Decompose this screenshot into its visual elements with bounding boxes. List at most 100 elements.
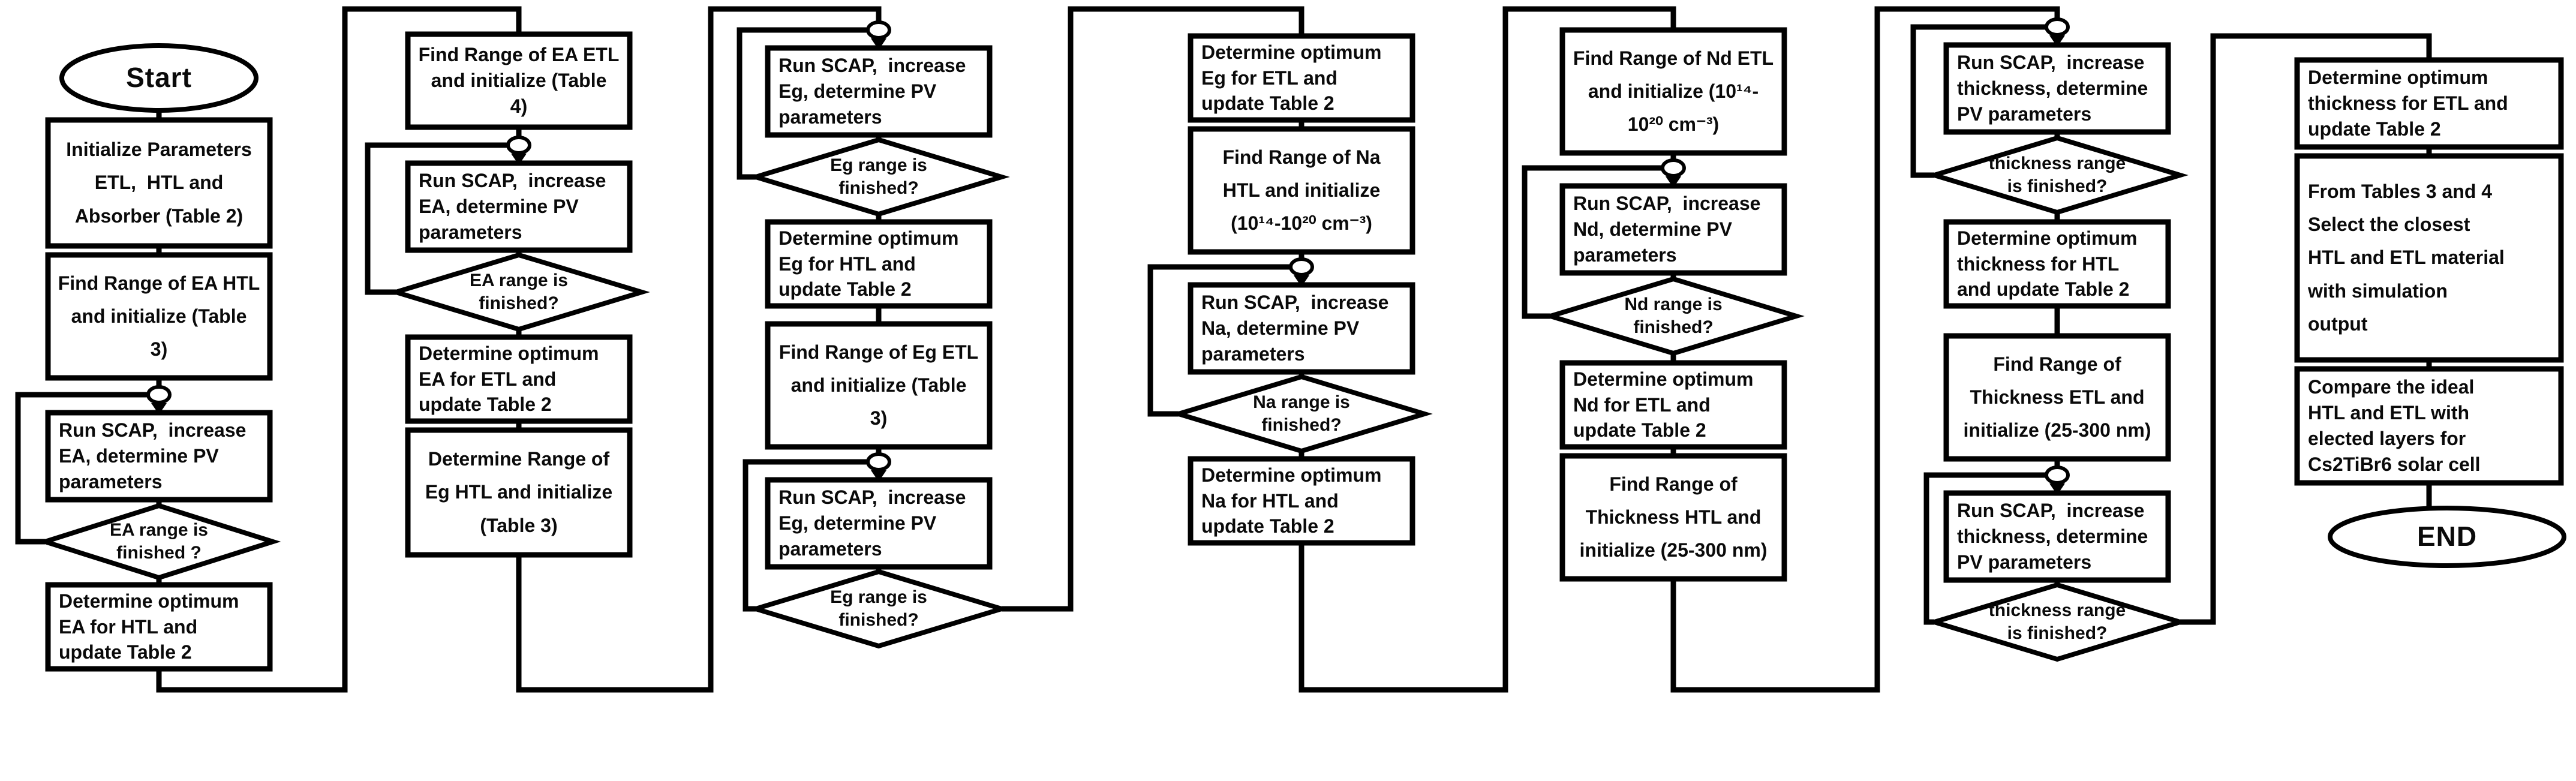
decision-label-d8: thickness range is finished? [1988, 600, 2126, 643]
process-label-p8: Determine Range of Eg HTL and initialize… [425, 448, 613, 536]
decision-diamond-d8 [1926, 582, 2189, 662]
process-box-p6 [405, 160, 633, 253]
process-label-p11: Find Range of Eg ETL and initialize (Tab… [778, 341, 979, 429]
connector-circle-c6 [1661, 158, 1686, 178]
process-box-p20 [1559, 453, 1787, 582]
edge-p8-exit-to-c3 [516, 6, 882, 693]
arrowhead-into-p3 [151, 403, 167, 414]
edge-p16-exit-to-p17 [1298, 6, 1676, 693]
decision-diamond-d7 [1926, 135, 2189, 215]
process-box-p13 [1188, 33, 1415, 123]
process-label-p5: Find Range of EA ETL and initialize (Tab… [418, 44, 620, 117]
process-box-p8 [405, 427, 633, 558]
process-label-p1: Initialize Parameters ETL, HTL and Absor… [66, 139, 252, 227]
decision-diamond-d2 [387, 252, 650, 332]
process-label-p7: Determine optimum EA for ETL and update … [419, 342, 599, 416]
edge-p4-exit-to-p5 [156, 6, 522, 693]
connector-circle-c5 [1289, 257, 1314, 277]
process-box-p22 [1943, 219, 2171, 309]
connector-circle-c1 [146, 385, 172, 404]
edge-d4-exit-to-p13 [1002, 6, 1304, 612]
process-label-p15: Run SCAP, increase Na, determine PV para… [1201, 292, 1389, 365]
edge-d7-loopback-to-c7 [1910, 24, 2048, 178]
process-label-p13: Determine optimum Eg for ETL and update … [1201, 41, 1382, 115]
process-box-p24 [1943, 490, 2171, 583]
process-box-p16 [1188, 456, 1415, 546]
connector-circle-c3 [866, 20, 891, 40]
process-box-p27 [2294, 366, 2564, 486]
process-box-p7 [405, 334, 633, 424]
process-box-p3 [45, 410, 273, 503]
decision-label-d6: Nd range is finished? [1624, 294, 1723, 337]
decision-label-d3: Eg range is finished? [830, 155, 927, 198]
connector-circle-c7 [2045, 17, 2070, 37]
process-box-p26 [2294, 153, 2564, 363]
decision-label-d7: thickness range is finished? [1988, 153, 2126, 196]
process-box-p11 [765, 321, 993, 450]
process-box-p2 [45, 252, 273, 381]
terminator-start-label: Start [126, 62, 192, 94]
arrowhead-into-p15 [1294, 275, 1309, 287]
process-box-p9 [765, 45, 993, 138]
process-box-p4 [45, 582, 273, 672]
process-label-p17: Find Range of Nd ETL and initialize (10¹… [1573, 47, 1774, 136]
decision-label-d2: EA range is finished? [470, 270, 568, 313]
process-label-p9: Run SCAP, increase Eg, determine PV para… [778, 55, 966, 128]
arrowhead-into-p21 [2049, 35, 2065, 47]
terminator-start-shape [59, 43, 258, 113]
edge-d2-loopback-to-c2 [365, 142, 509, 295]
process-label-p2: Find Range of EA HTL and initialize (Tab… [58, 272, 260, 361]
process-box-p12 [765, 477, 993, 570]
process-label-p14: Find Range of Na HTL and initialize (10¹… [1222, 146, 1381, 235]
edge-d1-loopback-to-c1 [15, 392, 149, 545]
process-box-p21 [1943, 42, 2171, 135]
process-box-p23 [1943, 333, 2171, 462]
process-box-p5 [405, 31, 633, 130]
process-label-p27: Compare the ideal HTL and ETL with elect… [2308, 376, 2481, 475]
connector-circle-c8 [2045, 465, 2070, 485]
arrowhead-into-p12 [871, 470, 886, 482]
process-label-p10: Determine optimum Eg for HTL and update … [778, 227, 959, 301]
edge-d5-loopback-to-c5 [1147, 264, 1291, 417]
decision-diamond-d4 [747, 569, 1010, 649]
process-label-p23: Find Range of Thickness ETL and initiali… [1963, 353, 2151, 441]
process-label-p20: Find Range of Thickness HTL and initiali… [1579, 473, 1768, 561]
process-label-p16: Determine optimum Na for HTL and update … [1201, 464, 1382, 537]
terminator-end-shape [2328, 506, 2566, 568]
decision-diamond-d1 [37, 503, 281, 581]
decision-diamond-d3 [747, 137, 1010, 217]
arrowhead-into-p18 [1666, 176, 1681, 188]
arrowhead-into-p6 [511, 154, 527, 165]
decision-label-d1: EA range is finished ? [110, 519, 208, 563]
arrowhead-into-p24 [2049, 483, 2065, 495]
process-label-p6: Run SCAP, increase EA, determine PV para… [419, 170, 606, 243]
process-box-p14 [1188, 126, 1415, 255]
process-box-p17 [1559, 27, 1787, 156]
process-box-p18 [1559, 183, 1787, 276]
edge-d6-loopback-to-c6 [1522, 165, 1664, 319]
process-box-p19 [1559, 360, 1787, 450]
decision-diamond-d6 [1542, 276, 1805, 356]
process-label-p4: Determine optimum EA for HTL and update … [59, 590, 239, 663]
process-label-p12: Run SCAP, increase Eg, determine PV para… [778, 486, 966, 560]
connector-circle-c4 [866, 452, 891, 471]
arrowhead-into-p9 [871, 38, 886, 50]
process-label-p24: Run SCAP, increase thickness, determine … [1957, 500, 2148, 573]
process-box-p25 [2294, 57, 2564, 150]
edge-p20-exit-to-c7 [1670, 6, 2060, 693]
process-label-p3: Run SCAP, increase EA, determine PV para… [59, 419, 247, 492]
process-box-p1 [45, 117, 273, 249]
terminator-end-label: END [2416, 521, 2478, 552]
process-label-p22: Determine optimum thickness for HTL and … [1957, 227, 2138, 301]
process-label-p26: From Tables 3 and 4 Select the closest H… [2308, 181, 2505, 335]
edge-d8-exit-to-p25 [2180, 33, 2432, 625]
decision-diamond-d5 [1170, 374, 1433, 454]
process-label-p25: Determine optimum thickness for ETL and … [2308, 67, 2508, 140]
decision-label-d5: Na range is finished? [1253, 392, 1350, 435]
process-label-p19: Determine optimum Nd for ETL and update … [1573, 368, 1754, 441]
process-box-p10 [765, 219, 993, 309]
process-box-p15 [1188, 282, 1415, 375]
process-label-p18: Run SCAP, increase Nd, determine PV para… [1573, 193, 1761, 266]
